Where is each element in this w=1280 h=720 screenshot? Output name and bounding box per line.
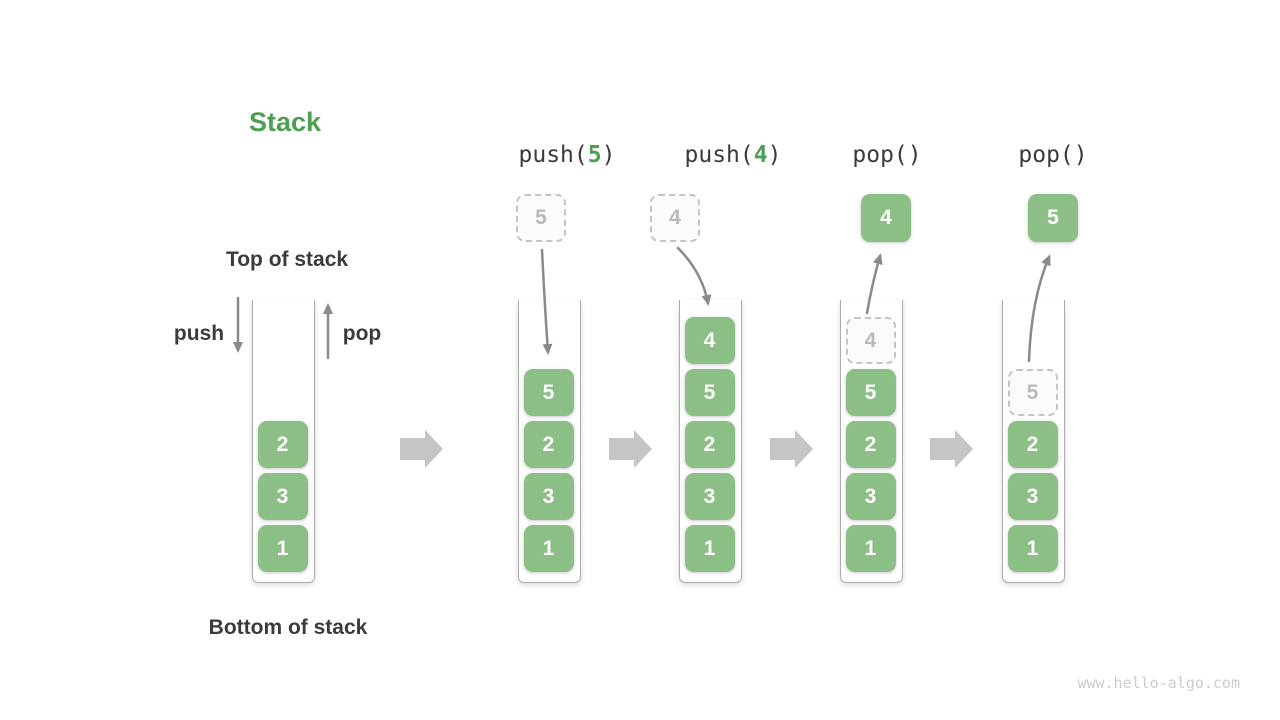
stack-after-pop-5-cell-3: 3 <box>1007 473 1058 520</box>
stack-after-push-4-cell-1: 1 <box>684 525 735 572</box>
op-label-push-5: push(5) <box>519 142 616 168</box>
op-arg: 4 <box>753 142 768 168</box>
popped-value-4: 4 <box>861 194 911 242</box>
op-label-push-4: push(4) <box>685 142 782 168</box>
stack-after-pop-5-cell-5: 5 <box>1007 369 1058 416</box>
diagram-title: Stack <box>248 107 322 137</box>
step-arrow-2 <box>609 430 652 468</box>
op-label-pop-second: pop() <box>1018 142 1087 168</box>
stack-initial-cell-3: 3 <box>257 473 308 520</box>
stack-after-push-4-cell-3: 3 <box>684 473 735 520</box>
stack-after-push-4-cell-2: 2 <box>684 421 735 468</box>
stack-after-pop-4-cell-5: 5 <box>845 369 896 416</box>
stack-after-pop-5: 5 2 3 1 <box>1001 300 1065 583</box>
stack-after-push-4: 4 5 2 3 1 <box>678 300 742 583</box>
push-4-arrow <box>676 246 712 306</box>
op-suffix: ) <box>1073 142 1088 168</box>
incoming-value-5: 5 <box>516 194 566 242</box>
stack-after-push-5-cell-2: 2 <box>523 421 574 468</box>
op-prefix: pop( <box>1018 142 1074 168</box>
stack-after-pop-4-cell-4: 4 <box>845 317 896 364</box>
popped-value-5: 5 <box>1028 194 1078 242</box>
op-label-pop-first: pop() <box>852 142 921 168</box>
stack-after-pop-4-cell-1: 1 <box>845 525 896 572</box>
stack-after-push-5-cell-3: 3 <box>523 473 574 520</box>
incoming-value-4: 4 <box>650 194 700 242</box>
stack-after-pop-4-cell-3: 3 <box>845 473 896 520</box>
push-label: push <box>173 322 225 345</box>
op-prefix: push( <box>684 142 754 168</box>
step-arrow-4 <box>930 430 973 468</box>
op-prefix: push( <box>518 142 588 168</box>
top-of-stack-label: Top of stack <box>225 248 349 271</box>
stack-after-push-4-cell-5: 5 <box>684 369 735 416</box>
stack-after-pop-4: 4 5 2 3 1 <box>839 300 903 583</box>
step-arrow-1 <box>400 430 443 468</box>
op-prefix: pop( <box>852 142 908 168</box>
stack-initial: 2 3 1 <box>251 300 315 583</box>
pop-label: pop <box>342 322 382 345</box>
stack-after-pop-5-cell-2: 2 <box>1007 421 1058 468</box>
stack-after-push-5: 5 2 3 1 <box>517 300 581 583</box>
stack-after-push-4-cell-4: 4 <box>684 317 735 364</box>
op-suffix: ) <box>767 142 782 168</box>
watermark: www.hello-algo.com <box>1077 674 1240 692</box>
stack-after-pop-5-cell-1: 1 <box>1007 525 1058 572</box>
stack-after-push-5-cell-1: 1 <box>523 525 574 572</box>
stack-after-pop-4-cell-2: 2 <box>845 421 896 468</box>
op-suffix: ) <box>907 142 922 168</box>
stack-after-push-5-cell-5: 5 <box>523 369 574 416</box>
stack-initial-cell-1: 1 <box>257 525 308 572</box>
step-arrow-3 <box>770 430 813 468</box>
op-suffix: ) <box>601 142 616 168</box>
stack-initial-cell-2: 2 <box>257 421 308 468</box>
op-arg: 5 <box>587 142 602 168</box>
bottom-of-stack-label: Bottom of stack <box>208 616 368 639</box>
